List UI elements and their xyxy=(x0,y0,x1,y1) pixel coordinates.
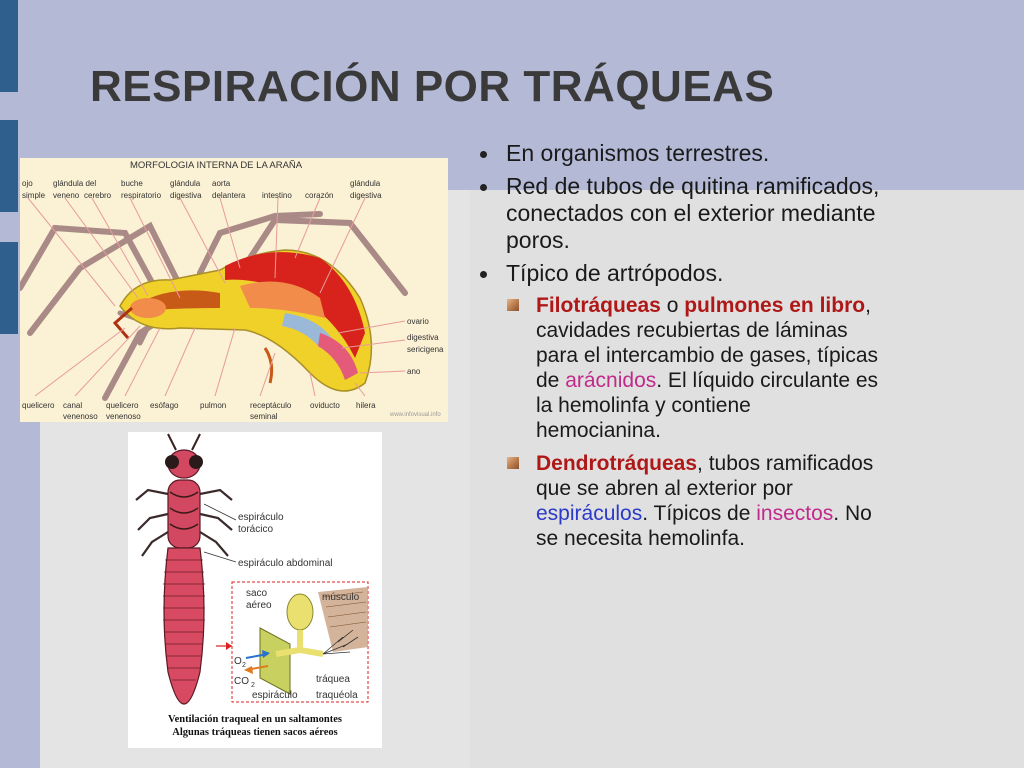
figure-label: traquéola xyxy=(316,690,358,701)
spider-figure-title: MORFOLOGIA INTERNA DE LA ARAÑA xyxy=(130,160,303,171)
figure-label: 2 xyxy=(242,662,246,669)
figure-label: seminal xyxy=(250,412,278,421)
figure-label: aéreo xyxy=(246,600,272,611)
figure-label: delantera xyxy=(212,191,246,200)
figure-label: venenoso xyxy=(63,412,98,421)
sub-bullet-item: Filotráqueas o pulmones en libro, cavida… xyxy=(480,293,880,443)
bullet-list: En organismos terrestres. Red de tubos d… xyxy=(480,140,880,559)
figure-watermark: www.infovisual.info xyxy=(389,412,441,418)
term-highlight: Filotráqueas xyxy=(536,294,661,317)
figure-caption: Ventilación traqueal en un saltamontes xyxy=(167,714,343,725)
sub-bullet-square-icon xyxy=(507,457,519,469)
bullet-item: Red de tubos de quitina ramificados, con… xyxy=(480,173,880,254)
bullet-item: Típico de artrópodos. xyxy=(480,260,880,287)
figure-label: intestino xyxy=(262,191,292,200)
bullet-text: Red de tubos de quitina ramificados, con… xyxy=(506,173,880,253)
figure-label: hilera xyxy=(356,401,376,410)
figure-label: digestiva xyxy=(350,191,382,200)
grasshopper-trachea-figure: espiráculo torácico espiráculo abdominal… xyxy=(128,432,382,748)
figure-label: O xyxy=(234,656,242,667)
figure-label: saco xyxy=(246,588,268,599)
term-highlight: espiráculos xyxy=(536,502,643,525)
bullet-text: , cavidades recubiertas de láminas para … xyxy=(536,294,879,392)
term-highlight: insectos xyxy=(756,502,834,525)
figure-label: quelicero xyxy=(22,401,55,410)
bullet-text: . No se necesita hemolinfa. xyxy=(536,502,872,550)
sub-bullet-square-icon xyxy=(507,299,519,311)
bullet-text: , tubos ramificados que se abren al exte… xyxy=(536,452,874,500)
figure-label: tráquea xyxy=(316,674,350,685)
figure-label: glándula del xyxy=(53,179,96,188)
term-highlight: Dendrotráqueas xyxy=(536,452,698,475)
figure-label: 2 xyxy=(251,682,255,689)
figure-label: corazón xyxy=(305,191,333,200)
figure-label: canal xyxy=(63,401,82,410)
figure-label: venenoso xyxy=(106,412,141,421)
figure-caption: Algunas tráqueas tienen sacos aéreos xyxy=(172,727,338,738)
figure-label: aorta xyxy=(212,179,231,188)
sub-bullet-item: Dendrotráqueas, tubos ramificados que se… xyxy=(480,451,880,551)
figure-label: ano xyxy=(407,367,421,376)
figure-label: sericigena xyxy=(407,345,444,354)
bullet-text: . El líquido circulante es la hemolinfa … xyxy=(536,369,879,442)
bullet-dot-icon xyxy=(480,151,487,158)
figure-label: músculo xyxy=(322,592,360,603)
bullet-text: En organismos terrestres. xyxy=(506,140,770,166)
figure-label: ojo xyxy=(22,179,33,188)
figure-label: espiráculo xyxy=(252,690,298,701)
figure-label: CO xyxy=(234,676,249,687)
figure-label: pulmon xyxy=(200,401,226,410)
bullet-text: o xyxy=(660,294,685,317)
term-highlight: arácnidos xyxy=(565,369,657,392)
figure-label: simple xyxy=(22,191,46,200)
slide-content-panel xyxy=(470,190,1024,768)
figure-label: quelicero xyxy=(106,401,139,410)
bullet-text: . Típicos de xyxy=(642,502,757,525)
figure-label: receptáculo xyxy=(250,401,292,410)
bullet-dot-icon xyxy=(480,184,487,191)
figure-label: respiratorio xyxy=(121,191,162,200)
bullet-text: Típico de artrópodos. xyxy=(506,260,724,286)
bullet-item: En organismos terrestres. xyxy=(480,140,880,167)
figure-label: esófago xyxy=(150,401,179,410)
bullet-dot-icon xyxy=(480,271,487,278)
figure-label: oviducto xyxy=(310,401,340,410)
figure-label: torácico xyxy=(238,524,273,535)
figure-label: digestiva xyxy=(407,333,439,342)
figure-label: veneno xyxy=(53,191,80,200)
figure-label: buche xyxy=(121,179,143,188)
figure-label: glándula xyxy=(350,179,381,188)
term-highlight: pulmones en libro xyxy=(684,294,866,317)
figure-label: glándula xyxy=(170,179,201,188)
figure-label: espiráculo xyxy=(238,512,284,523)
figure-label: cerebro xyxy=(84,191,112,200)
figure-label: ovario xyxy=(407,317,429,326)
spider-anatomy-figure: MORFOLOGIA INTERNA DE LA ARAÑA ojo simpl… xyxy=(20,158,448,422)
accent-bar xyxy=(0,0,18,92)
figure-label: digestiva xyxy=(170,191,202,200)
accent-bar xyxy=(0,242,18,334)
figure-label: espiráculo abdominal xyxy=(238,558,333,569)
slide-title: RESPIRACIÓN POR TRÁQUEAS xyxy=(90,62,775,111)
accent-bar xyxy=(0,120,18,212)
